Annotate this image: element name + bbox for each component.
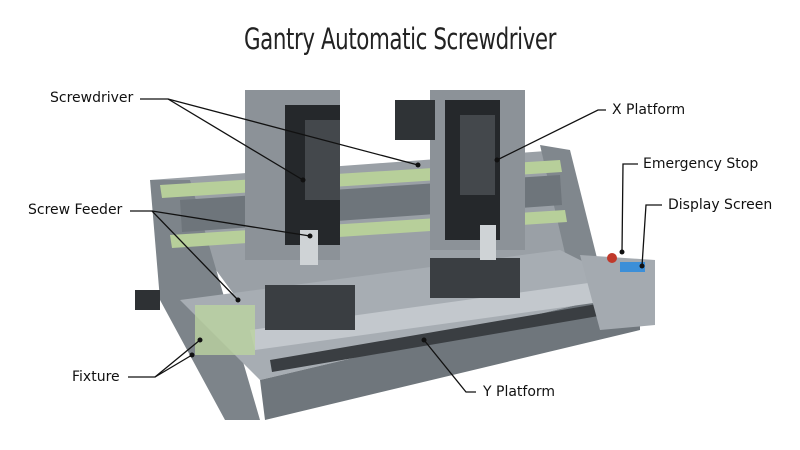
screw-feeder-head	[395, 100, 435, 140]
label-screw-feeder: Screw Feeder	[28, 202, 123, 218]
label-screwdriver: Screwdriver	[50, 90, 134, 106]
label-x-platform: X Platform	[612, 102, 686, 118]
label-display-screen: Display Screen	[668, 197, 773, 213]
diagram-title: Gantry Automatic Screwdriver	[243, 22, 557, 56]
control-box	[580, 255, 655, 330]
label-y-platform: Y Platform	[483, 384, 556, 400]
leader-lines	[128, 98, 662, 393]
fixture-left	[265, 285, 355, 330]
display-screen	[620, 262, 645, 272]
label-emergency-stop: Emergency Stop	[643, 156, 759, 172]
label-fixture: Fixture	[72, 369, 120, 385]
emergency-stop-button	[607, 253, 617, 263]
fixture-right	[430, 258, 520, 298]
